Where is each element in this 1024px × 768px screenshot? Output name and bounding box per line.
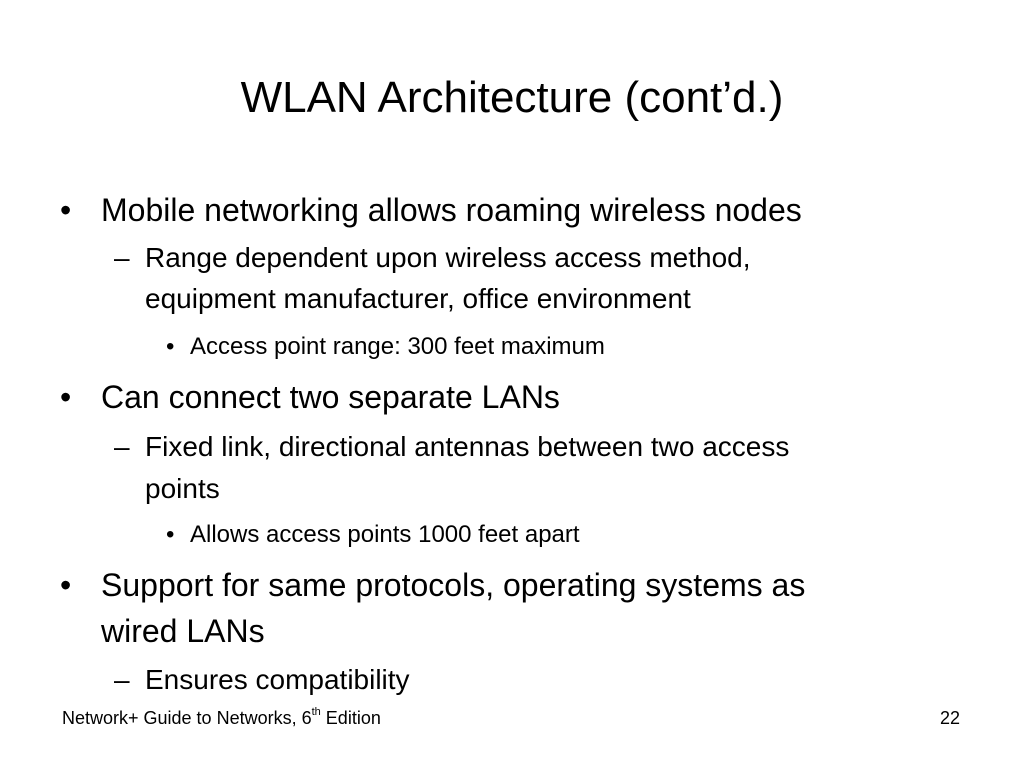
dash-marker: –	[114, 431, 130, 462]
page-number: 22	[940, 708, 961, 728]
bullet-marker: •	[60, 567, 72, 603]
bullet-text: Can connect two separate LANs	[101, 379, 560, 415]
dash-marker: –	[114, 664, 130, 695]
footer-book-prefix: Network+ Guide to Networks, 6	[62, 708, 312, 728]
sub-bullet-text: Fixed link, directional antennas between…	[145, 431, 790, 462]
sub-bullet-text-continued: points	[145, 473, 220, 504]
sub-bullet-text: Ensures compatibility	[145, 664, 410, 695]
sub-sub-bullet-text: Allows access points 1000 feet apart	[190, 521, 580, 548]
bullet-marker: •	[60, 192, 72, 228]
small-bullet-marker: •	[166, 521, 175, 548]
dash-marker: –	[114, 242, 130, 273]
bullet-text-continued: wired LANs	[101, 613, 265, 649]
footer-book-superscript: th	[311, 706, 321, 718]
small-bullet-marker: •	[166, 333, 175, 360]
footer-book-title: Network+ Guide to Networks, 6th Edition	[62, 707, 381, 729]
sub-bullet-text-continued: equipment manufacturer, office environme…	[145, 283, 691, 314]
bullet-text: Support for same protocols, operating sy…	[101, 567, 806, 603]
bullet-text: Mobile networking allows roaming wireles…	[101, 192, 802, 228]
sub-bullet-text: Range dependent upon wireless access met…	[145, 242, 751, 273]
sub-sub-bullet-text: Access point range: 300 feet maximum	[190, 333, 605, 360]
slide-title: WLAN Architecture (cont’d.)	[240, 73, 784, 122]
bullet-marker: •	[60, 379, 72, 415]
footer-book-suffix: Edition	[320, 708, 381, 728]
